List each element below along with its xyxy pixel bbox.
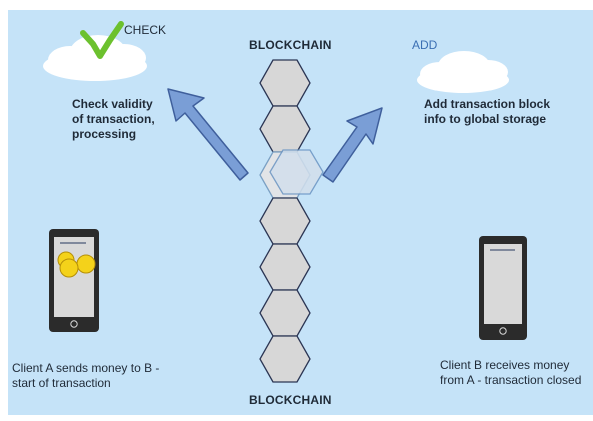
hexagon-block-2 bbox=[259, 105, 311, 153]
smartphone-icon-client-b bbox=[479, 236, 527, 340]
hexagon-chain bbox=[259, 59, 324, 383]
hexagon-block-4 bbox=[259, 197, 311, 245]
arrow-up-right-icon bbox=[322, 107, 383, 183]
check-description: Check validity of transaction, processin… bbox=[72, 97, 155, 141]
client-a-description: Client A sends money to B - start of tra… bbox=[12, 361, 160, 390]
smartphone-icon-client-a bbox=[49, 229, 99, 332]
blockchain-top-label: BLOCKCHAIN bbox=[249, 38, 332, 52]
blockchain-bottom-label: BLOCKCHAIN bbox=[249, 393, 332, 407]
check-label: CHECK bbox=[124, 23, 167, 37]
hexagon-block-6 bbox=[259, 289, 311, 337]
hexagon-overlay bbox=[269, 149, 324, 195]
hexagon-block-1 bbox=[259, 59, 311, 107]
hexagon-block-5 bbox=[259, 243, 311, 291]
checkmark-icon bbox=[80, 21, 124, 59]
hexagon-block-7 bbox=[259, 335, 311, 383]
cloud-icon-right bbox=[417, 51, 509, 93]
add-label: ADD bbox=[412, 38, 438, 52]
coins-icon bbox=[57, 251, 96, 278]
arrow-up-left-icon bbox=[167, 88, 249, 181]
client-b-description: Client B receives money from A - transac… bbox=[440, 358, 582, 387]
add-description: Add transaction block info to global sto… bbox=[424, 97, 551, 126]
